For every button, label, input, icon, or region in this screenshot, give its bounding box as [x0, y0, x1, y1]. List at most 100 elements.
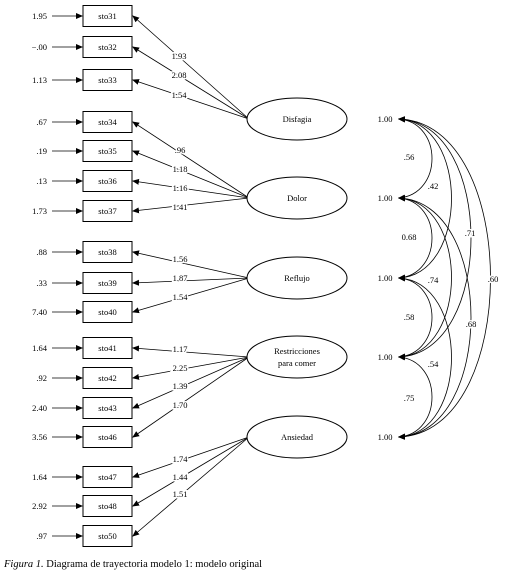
indicator-box	[82, 272, 133, 294]
indicator-label: sto38	[98, 247, 116, 257]
covariance-label: .68	[466, 319, 477, 329]
covariance-arc	[398, 116, 452, 281]
indicator-box	[82, 495, 133, 517]
loading-path	[132, 121, 250, 199]
indicator-box	[82, 525, 133, 547]
error-variance-label: 7.40	[32, 307, 47, 317]
error-variance-label: .97	[36, 531, 47, 541]
loading-label: 1.41	[173, 202, 188, 212]
factor-variance-label: 1.00	[378, 114, 393, 124]
covariance-label: .75	[404, 393, 415, 403]
indicator-rect	[82, 301, 133, 323]
loading-label: 1.56	[173, 254, 188, 264]
loading-path	[132, 178, 250, 199]
indicator-box	[82, 337, 133, 359]
loading-label: 2.25	[173, 363, 188, 373]
covariance-arc	[398, 116, 491, 440]
factor-ellipse	[246, 415, 348, 459]
loading-label: 1.18	[173, 164, 188, 174]
covariance-label: .54	[428, 359, 439, 369]
loading-label: 1.54	[173, 292, 189, 302]
factor-label-line1: Restricciones	[274, 346, 320, 356]
indicator-box	[82, 426, 133, 448]
loading-path	[132, 15, 250, 120]
error-variance-label: .19	[36, 146, 47, 156]
indicator-rect	[82, 272, 133, 294]
factor-label: Dolor	[287, 193, 307, 203]
indicator-rect	[82, 495, 133, 517]
loading-path	[132, 436, 250, 507]
indicator-rect	[82, 170, 133, 192]
indicator-rect	[82, 426, 133, 448]
loading-label: 1.74	[173, 454, 189, 464]
loading-label: 1.44	[173, 472, 189, 482]
covariance-arc	[398, 275, 433, 360]
error-variance-label: 2.40	[32, 403, 47, 413]
factor-variance-label: 1.00	[378, 432, 393, 442]
factor-variance-label: 1.00	[378, 193, 393, 203]
loading-path	[132, 277, 250, 314]
indicator-box	[82, 200, 133, 222]
indicator-rect	[82, 397, 133, 419]
indicator-box	[82, 241, 133, 263]
indicator-rect	[82, 200, 133, 222]
indicator-label: sto40	[98, 307, 116, 317]
factor-ellipse	[246, 335, 348, 379]
error-variance-label: 1.64	[32, 472, 48, 482]
factor-restricciones	[246, 335, 348, 379]
indicator-rect	[82, 111, 133, 133]
indicator-label: sto39	[98, 278, 116, 288]
indicator-box	[82, 367, 133, 389]
caption-text: Diagrama de trayectoria modelo 1: modelo…	[43, 559, 263, 570]
indicator-rect	[82, 525, 133, 547]
loading-label: .96	[175, 145, 186, 155]
loading-label: 1.70	[173, 400, 188, 410]
loading-path	[132, 356, 250, 438]
indicator-rect	[82, 5, 133, 27]
indicator-label: sto37	[98, 206, 116, 216]
loading-path	[132, 79, 250, 120]
loading-path	[132, 250, 250, 279]
indicator-rect	[82, 337, 133, 359]
figure-caption: Figura 1. Diagrama de trayectoria modelo…	[4, 559, 262, 570]
error-variance-label: .13	[36, 176, 47, 186]
loading-path	[132, 356, 250, 409]
error-variance-label: 3.56	[32, 432, 47, 442]
factor-ellipse	[246, 176, 348, 220]
indicator-box	[82, 466, 133, 488]
factor-ellipse	[246, 256, 348, 300]
loading-path	[132, 436, 250, 478]
covariance-label: .71	[465, 228, 476, 238]
indicator-label: sto41	[98, 343, 116, 353]
loading-label: 1.17	[173, 344, 188, 354]
loading-path	[132, 150, 250, 199]
covariance-arc	[398, 195, 433, 281]
covariance-label: 0.68	[402, 232, 417, 242]
factor-reflujo	[246, 256, 348, 300]
covariance-label: .60	[488, 274, 499, 284]
factor-label: Reflujo	[284, 273, 310, 283]
error-variance-label: .33	[36, 278, 47, 288]
indicator-label: sto33	[98, 75, 116, 85]
factor-label-line2: para comer	[278, 358, 316, 368]
loading-label: 1.93	[172, 51, 187, 61]
error-variance-label: .88	[36, 247, 47, 257]
factor-ansiedad	[246, 415, 348, 459]
error-variance-label: −.00	[32, 42, 47, 52]
loading-path	[132, 436, 250, 537]
indicator-box	[82, 397, 133, 419]
indicator-rect	[82, 69, 133, 91]
factor-ellipse	[246, 97, 348, 141]
indicator-label: sto32	[98, 42, 116, 52]
indicator-label: sto36	[98, 176, 116, 186]
covariance-label: .42	[428, 181, 439, 191]
loading-label: 1.39	[173, 381, 188, 391]
indicator-label: sto50	[98, 531, 116, 541]
covariance-arc	[398, 195, 452, 360]
loading-path	[132, 356, 250, 380]
indicator-box	[82, 170, 133, 192]
indicator-label: sto48	[98, 501, 116, 511]
indicator-box	[82, 36, 133, 58]
indicator-box	[82, 140, 133, 162]
